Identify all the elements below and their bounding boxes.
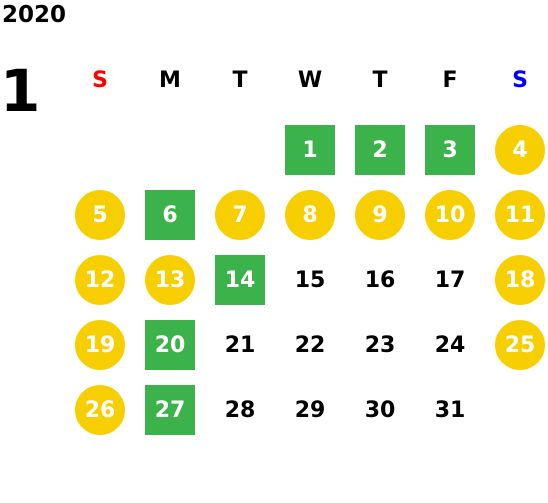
weekday-saturday: S <box>512 68 528 93</box>
day-19[interactable]: 19 <box>75 320 125 370</box>
day-23[interactable]: 23 <box>364 332 396 358</box>
day-11[interactable]: 11 <box>495 190 545 240</box>
day-4[interactable]: 4 <box>495 125 545 175</box>
day-7[interactable]: 7 <box>215 190 265 240</box>
day-26[interactable]: 26 <box>75 385 125 435</box>
day-2[interactable]: 2 <box>355 125 405 175</box>
weekday-wednesday: W <box>297 68 323 93</box>
day-16[interactable]: 16 <box>364 267 396 293</box>
day-30[interactable]: 30 <box>364 397 396 423</box>
day-10[interactable]: 10 <box>425 190 475 240</box>
weekday-tuesday: T <box>232 68 248 93</box>
day-14[interactable]: 14 <box>215 255 265 305</box>
day-20[interactable]: 20 <box>145 320 195 370</box>
weekday-friday: F <box>442 68 458 93</box>
day-22[interactable]: 22 <box>294 332 326 358</box>
day-28[interactable]: 28 <box>224 397 256 423</box>
calendar-year: 2020 <box>2 2 67 28</box>
day-1[interactable]: 1 <box>285 125 335 175</box>
weekday-thursday: T <box>372 68 388 93</box>
day-31[interactable]: 31 <box>434 397 466 423</box>
day-15[interactable]: 15 <box>294 267 326 293</box>
day-24[interactable]: 24 <box>434 332 466 358</box>
day-27[interactable]: 27 <box>145 385 195 435</box>
day-6[interactable]: 6 <box>145 190 195 240</box>
day-3[interactable]: 3 <box>425 125 475 175</box>
weekday-monday: M <box>159 68 181 93</box>
day-25[interactable]: 25 <box>495 320 545 370</box>
day-18[interactable]: 18 <box>495 255 545 305</box>
day-29[interactable]: 29 <box>294 397 326 423</box>
day-13[interactable]: 13 <box>145 255 195 305</box>
day-17[interactable]: 17 <box>434 267 466 293</box>
calendar-month: 1 <box>0 57 41 125</box>
day-9[interactable]: 9 <box>355 190 405 240</box>
day-12[interactable]: 12 <box>75 255 125 305</box>
day-5[interactable]: 5 <box>75 190 125 240</box>
day-8[interactable]: 8 <box>285 190 335 240</box>
day-21[interactable]: 21 <box>224 332 256 358</box>
weekday-sunday: S <box>92 68 108 93</box>
